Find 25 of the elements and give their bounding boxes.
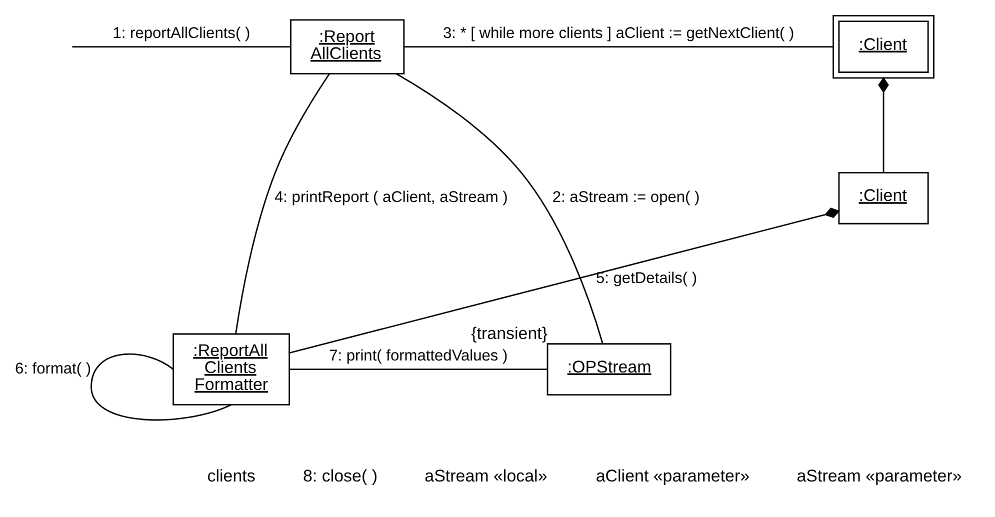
connector: [404, 46, 833, 47]
node-box: :OPStream: [546, 342, 671, 396]
connector: [234, 72, 330, 334]
edge-label: 7: print( formattedValues ): [328, 347, 508, 364]
connector: [878, 76, 888, 172]
node-box: :ReportAll Clients Formatter: [172, 332, 290, 405]
connector: [395, 72, 603, 344]
node-box: :Report AllClients: [290, 18, 404, 74]
connector: [90, 352, 232, 420]
edge-label: 6: format( ): [14, 360, 91, 377]
node-label: {transient}: [470, 324, 548, 343]
edge-label: 3: * [ while more clients ] aClient := getNextClient( ): [442, 24, 794, 42]
connector: [289, 207, 840, 354]
edge-label: 1: reportAllClients( ): [112, 24, 250, 42]
label: 8: close( ): [302, 466, 378, 485]
label: aStream «local»: [424, 466, 547, 485]
connector: [72, 46, 290, 47]
label: aStream «parameter»: [796, 466, 962, 485]
label: clients: [206, 466, 255, 485]
node-box: :Client: [832, 14, 934, 78]
label: aClient «parameter»: [595, 466, 750, 485]
node-box: :Client: [838, 172, 928, 224]
edge-label: 2: aStream := open( ): [552, 188, 700, 206]
connector: [289, 368, 547, 370]
edge-label: 4: printReport ( aClient, aStream ): [274, 188, 508, 206]
